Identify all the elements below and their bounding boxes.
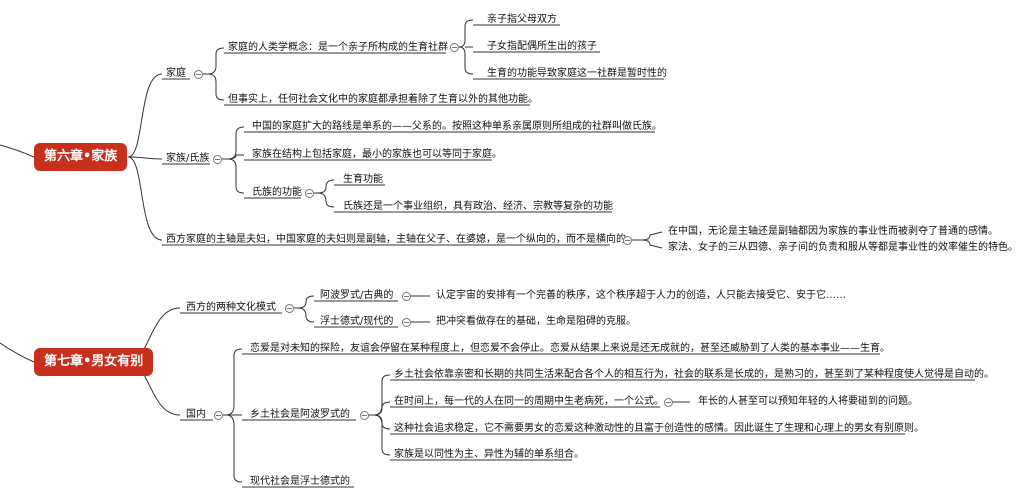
collapse-toggle-icon[interactable] — [402, 318, 411, 327]
collapse-toggle-icon[interactable] — [194, 70, 203, 79]
node-jiating-concept[interactable]: 家庭的人类学概念：是一个亲子所构成的生育社群 — [228, 42, 448, 53]
collapse-toggle-icon[interactable] — [305, 189, 314, 198]
collapse-toggle-icon[interactable] — [285, 304, 294, 313]
node-clan-function[interactable]: 氏族的功能 — [252, 187, 302, 198]
node-jiazu-1[interactable]: 中国的家庭扩大的路线是单系的——父系的。按照这种单系亲属原则所组成的社群叫做氏族… — [252, 121, 662, 132]
node-rural-society[interactable]: 乡土社会是阿波罗式的 — [250, 409, 350, 420]
node-function-2[interactable]: 氏族还是一个事业组织，具有政治、经济、宗教等复杂的功能 — [343, 201, 613, 212]
node-jiazu[interactable]: 家族/氏族 — [166, 153, 210, 164]
node-concept-2[interactable]: 子女指配偶所生出的孩子 — [487, 41, 597, 52]
collapse-toggle-icon[interactable] — [450, 43, 459, 52]
node-faust-desc[interactable]: 把冲突看做存在的基础，生命是阻碍的克服。 — [436, 316, 636, 327]
collapse-toggle-icon[interactable] — [213, 155, 222, 164]
node-rural-3[interactable]: 这种社会追求稳定，它不需要男女的恋爱这种激动性的且富于创造性的感情。因此诞生了生… — [394, 423, 924, 434]
collapse-toggle-icon[interactable] — [360, 411, 369, 420]
node-axis-note-2[interactable]: 家法、女子的三从四德、亲子间的负责和服从等都是事业性的效率催生的特色。 — [668, 242, 1018, 253]
node-love[interactable]: 恋爱是对未知的探险，友谊会停留在某种程度上，但恋爱不会停止。恋爱从结果上来说是还… — [250, 343, 890, 354]
node-rural-4[interactable]: 家族是以同性为主、异性为辅的单系组合。 — [394, 449, 584, 460]
collapse-toggle-icon[interactable] — [623, 236, 632, 245]
collapse-toggle-icon[interactable] — [664, 398, 673, 407]
collapse-toggle-icon[interactable] — [214, 411, 223, 420]
node-concept-1[interactable]: 亲子指父母双方 — [487, 14, 557, 25]
node-axis-note-1[interactable]: 在中国，无论是主轴还是副轴都因为家族的事业性而被剥夺了普通的感情。 — [668, 226, 998, 237]
node-jiating[interactable]: 家庭 — [166, 68, 186, 79]
node-rural-1[interactable]: 乡土社会依靠亲密和长期的共同生活来配合各个人的相互行为，社会的联系是长成的，是熟… — [394, 369, 994, 380]
node-jiazu-2[interactable]: 家族在结构上包括家庭，最小的家族也可以等同于家庭。 — [252, 149, 502, 160]
chapter-6-node[interactable]: 第六章•家族 — [34, 143, 128, 171]
node-domestic[interactable]: 国内 — [186, 409, 206, 420]
node-apollo[interactable]: 阿波罗式/古典的 — [320, 290, 394, 301]
node-modern-society[interactable]: 现代社会是浮士德式的 — [250, 476, 350, 487]
node-function-1[interactable]: 生育功能 — [343, 174, 383, 185]
node-faust[interactable]: 浮士德式/现代的 — [320, 316, 394, 327]
node-west-models[interactable]: 西方的两种文化模式 — [186, 302, 276, 313]
node-jiating-fact[interactable]: 但事实上，任何社会文化中的家庭都承担着除了生育以外的其他功能。 — [228, 94, 538, 105]
node-concept-3[interactable]: 生育的功能导致家庭这一社群是暂时性的 — [487, 68, 667, 79]
chapter-7-node[interactable]: 第七章•男女有别 — [34, 348, 154, 376]
node-rural-2[interactable]: 在时间上，每一代的人在同一的周期中生老病死，一个公式。 — [394, 396, 664, 407]
node-family-axis[interactable]: 西方家庭的主轴是夫妇，中国家庭的夫妇则是副轴，主轴在父子、在婆媳，是一个纵向的，… — [166, 234, 636, 245]
node-rural-2-note[interactable]: 年长的人甚至可以预知年轻的人将要碰到的问题。 — [698, 396, 918, 407]
node-apollo-desc[interactable]: 认定宇宙的安排有一个完善的秩序，这个秩序超于人力的创造，人只能去接受它、安于它…… — [436, 290, 846, 301]
collapse-toggle-icon[interactable] — [402, 292, 411, 301]
